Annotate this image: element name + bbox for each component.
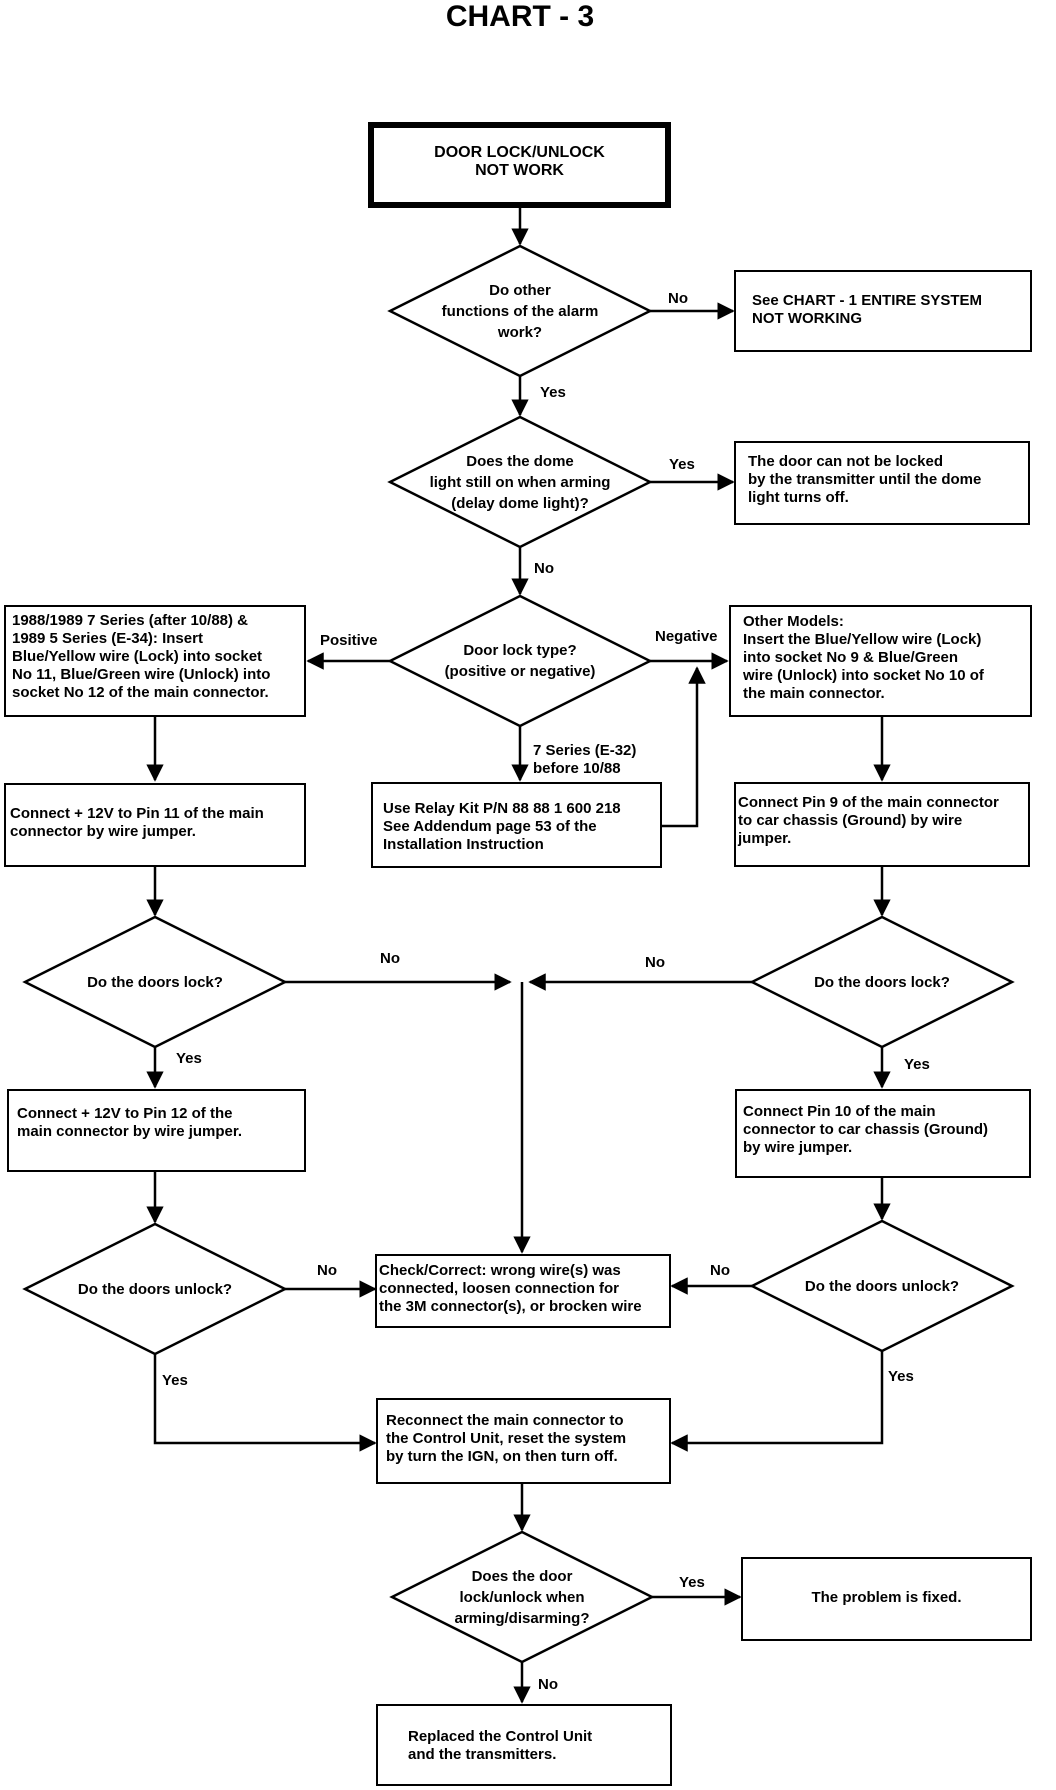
edge-label-no-dome: No — [534, 560, 554, 577]
edge-label-yes-dome: Yes — [669, 456, 695, 473]
replace-box: Replaced the Control Unit and the transm… — [376, 1704, 672, 1786]
edge-label-no-unlock-left: No — [317, 1262, 337, 1279]
edge-label-no-other: No — [668, 290, 688, 307]
connector — [153, 1354, 377, 1452]
positive-wiring-box: 1988/1989 7 Series (after 10/88) & 1989 … — [4, 605, 306, 717]
reconnect-box: Reconnect the main connector to the Cont… — [376, 1398, 671, 1484]
connect-pin11-box: Connect + 12V to Pin 11 of the main conn… — [4, 783, 306, 867]
decision-lock-type-text: Door lock type? (positive or negative) — [444, 642, 596, 680]
see-chart1-box: See CHART - 1 ENTIRE SYSTEM NOT WORKING — [734, 270, 1032, 352]
decision-doors-unlock-right-text: Do the doors unlock? — [804, 1277, 960, 1295]
decision-door-arming-text: Does the door lock/unlock when arming/di… — [454, 1567, 590, 1627]
edge-label-no-lock-right: No — [645, 954, 665, 971]
edge-label-yes-arming: Yes — [679, 1574, 705, 1591]
edge-label-7series: 7 Series (E-32) before 10/88 — [533, 742, 637, 777]
connect-pin10-box: Connect Pin 10 of the main connector to … — [735, 1089, 1031, 1178]
edge-label-yes-lock-left: Yes — [176, 1050, 202, 1067]
other-models-box: Other Models: Insert the Blue/Yellow wir… — [729, 605, 1032, 717]
decision-doors-lock-left-text: Do the doors lock? — [87, 973, 223, 991]
edge-label-positive: Positive — [320, 632, 378, 649]
connect-pin9-box: Connect Pin 9 of the main connector to c… — [734, 782, 1030, 867]
dome-note-box: The door can not be locked by the transm… — [734, 441, 1030, 525]
edge-label-no-lock-left: No — [380, 950, 400, 967]
edge-label-no-arming: No — [538, 1676, 558, 1693]
connector — [670, 1351, 884, 1452]
check-correct-box: Check/Correct: wrong wire(s) was connect… — [375, 1254, 671, 1328]
edge-label-yes-other: Yes — [540, 384, 566, 401]
decision-dome-light-text: Does the dome light still on when arming… — [429, 452, 611, 512]
edge-label-yes-lock-right: Yes — [904, 1056, 930, 1073]
edge-label-yes-unlock-right: Yes — [888, 1368, 914, 1385]
decision-other-functions-text: Do other functions of the alarm work? — [441, 281, 599, 341]
decision-doors-unlock-left-text: Do the doors unlock? — [77, 1280, 233, 1298]
fixed-box: The problem is fixed. — [741, 1557, 1032, 1641]
edge-label-negative: Negative — [655, 628, 718, 645]
connect-pin12-box: Connect + 12V to Pin 12 of the main conn… — [7, 1089, 306, 1172]
start-box: DOOR LOCK/UNLOCK NOT WORK — [368, 122, 671, 208]
edge-label-no-unlock-right: No — [710, 1262, 730, 1279]
connector — [662, 666, 706, 828]
decision-doors-lock-right-text: Do the doors lock? — [814, 973, 950, 991]
edge-label-yes-unlock-left: Yes — [162, 1372, 188, 1389]
chart-title: CHART - 3 — [445, 0, 595, 33]
relay-kit-box: Use Relay Kit P/N 88 88 1 600 218 See Ad… — [371, 782, 662, 868]
